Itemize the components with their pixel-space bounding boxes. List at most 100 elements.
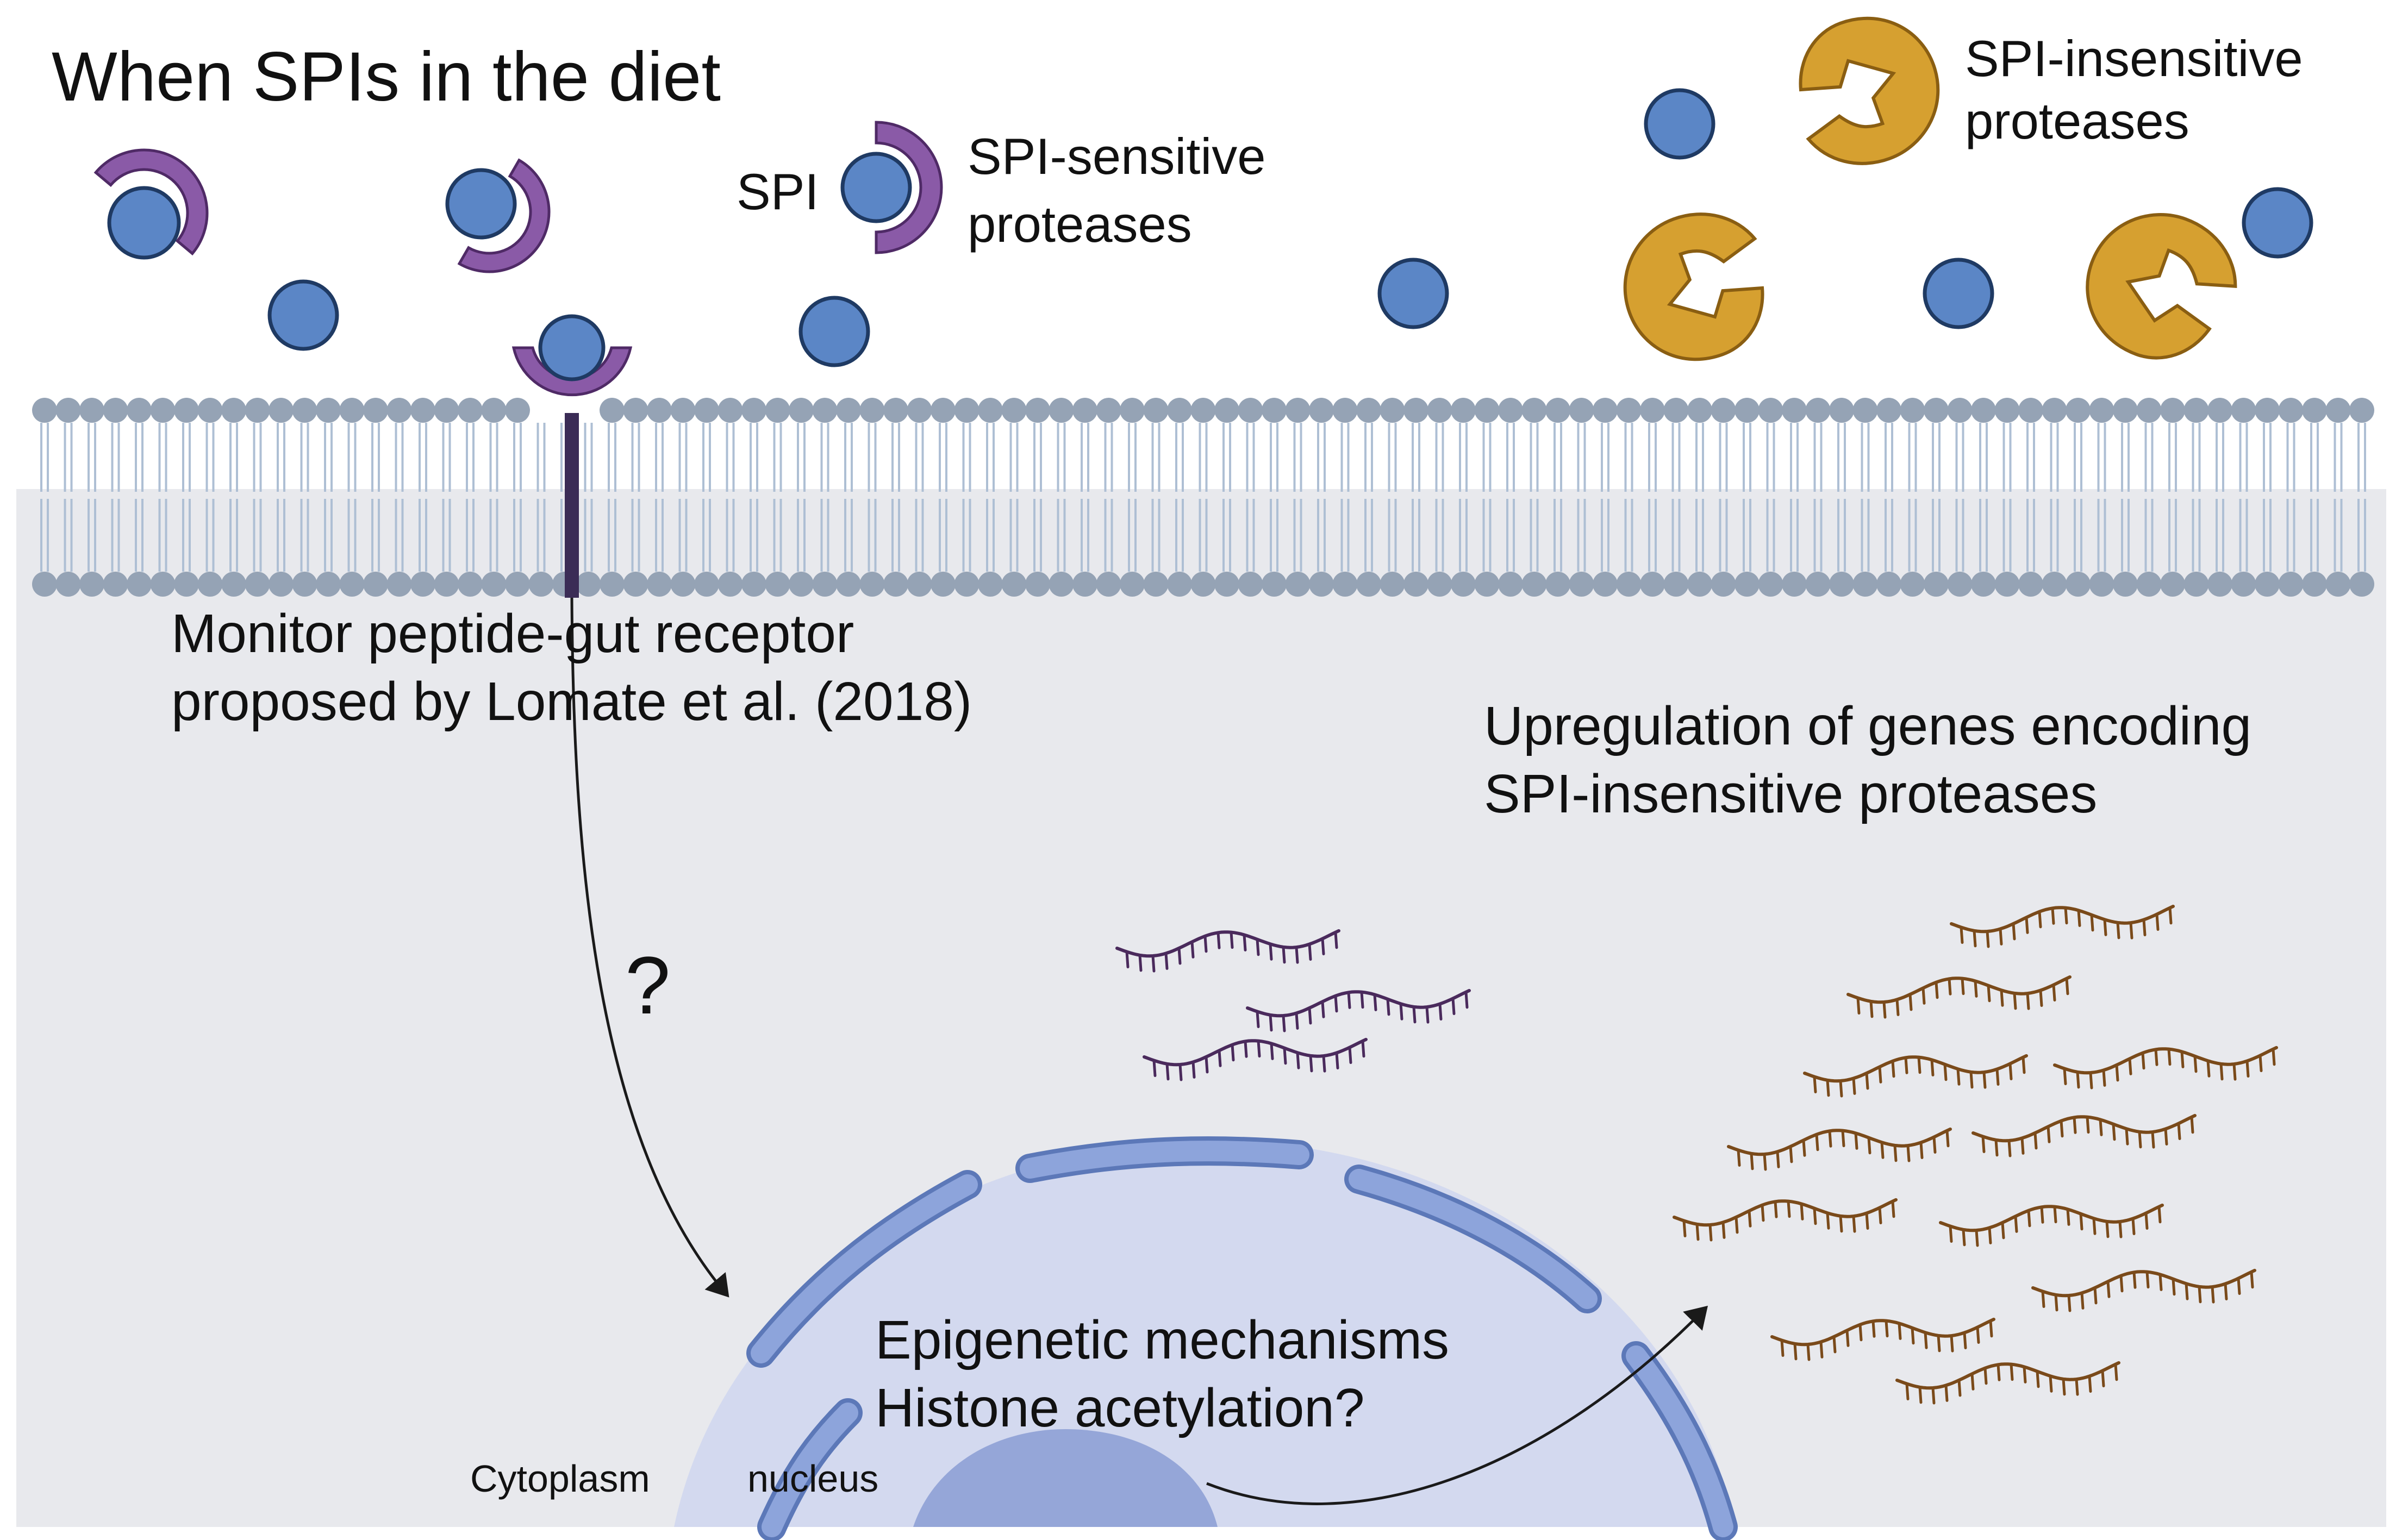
lipid-tail [1033,423,1042,492]
lipid-tail [2144,423,2154,492]
lipid-tail [1317,423,1326,492]
lipid-head [1640,572,1665,597]
lipid-head [1758,572,1783,597]
sensitive-protease-complex [93,148,209,256]
lipid-tail [253,423,262,492]
lipid-tail [419,499,427,572]
lipid-head [2183,572,2209,597]
legend-sensitive-label-line1: SPI-sensitive [968,128,1266,185]
envelope-segment [1349,1169,1598,1309]
spi-dot [2242,187,2313,259]
lipid-head [907,398,932,423]
lipid-head [292,572,317,597]
lipid-head [1593,398,1618,423]
lipid-tail [1104,423,1113,492]
lipid-tail [2216,423,2224,492]
lipid-head [1663,572,1689,597]
lipid-tail [1743,499,1751,572]
lipid-head [1545,572,1570,597]
lipid-head [931,572,956,597]
lipid-tail [2334,499,2343,572]
lipid-tail [773,499,782,572]
lipid-tail [844,423,853,492]
mrna-bases [1125,931,1338,973]
legend-insensitive-label-line1: SPI-insensitive [1965,30,2303,87]
lipid-head [2278,398,2304,423]
lipid-tail [1766,499,1775,572]
free-spis [267,88,2313,367]
lipid-head [765,398,790,423]
legend-spi [840,152,912,223]
lipid-head [1994,572,2020,597]
lipid-tail [986,423,995,492]
mrna-bases [2041,1270,2254,1312]
lipid-tail [1009,499,1019,572]
lipid-head [1947,398,1973,423]
lipid-head [1971,572,1996,597]
lipid-tail [513,423,522,492]
lipid-tail [1151,499,1161,572]
lipid-tail [939,423,947,492]
lipid-head [931,398,956,423]
mrna-bases [1813,1056,2026,1098]
lipid-tail [1081,423,1089,492]
mrna-bases [1981,1116,2194,1157]
lipid-head [316,572,341,597]
lipid-tail [891,423,900,492]
signal-arrow [570,597,729,1298]
lipid-tail [182,499,191,572]
lipid-tail [158,499,167,572]
lipid-head [1120,572,1145,597]
lipid-head [1143,398,1169,423]
lipid-tail [1908,499,1917,572]
lipid-head [1569,572,1594,597]
lipid-tail [1553,423,1562,492]
lipid-head [55,398,81,423]
lipid-tail [1340,423,1350,492]
lipid-head [859,398,885,423]
lipid-head [434,398,459,423]
lipid-tail [678,499,688,572]
lipid-head [765,572,790,597]
lipid-tail [1885,499,1893,572]
lipid-tail [1719,499,1728,572]
lipid-head [2302,572,2327,597]
lipid-tail [64,423,73,492]
lipid-head [1262,572,1287,597]
lipid-head [481,572,507,597]
lipid-head [1238,398,1263,423]
lipid-tail [2263,499,2272,572]
lipid-head [1025,572,1050,597]
lipid-head [1498,572,1523,597]
lipid-head [1451,572,1476,597]
lipid-tail [229,423,238,492]
lipid-head [1025,398,1050,423]
lipid-head [1427,572,1452,597]
lipid-head [954,572,979,597]
lipid-tail [1388,499,1397,572]
lipid-head [647,572,672,597]
lipid-tail [868,499,877,572]
lipid-tail [1364,423,1373,492]
lipid-head [1214,398,1239,423]
lipid-tail [347,423,357,492]
lipid-tail [300,423,309,492]
lipid-head [2231,398,2256,423]
lipid-head [1521,398,1547,423]
legend-insensitive-protease [1799,16,1940,165]
lipid-head [1711,398,1736,423]
lipid-head [694,572,719,597]
lipid-tail [2168,423,2177,492]
lipid-tail [797,499,806,572]
mrna-bases [1856,977,2069,1019]
mrna-spi-sensitive [1115,929,1471,1081]
lipid-head [505,398,530,423]
lipid-tail [489,423,498,492]
lipid-head [150,398,176,423]
lipid-head [528,572,554,597]
lipid-head [978,398,1003,423]
lipid-tail [1128,423,1137,492]
lipid-head [741,398,766,423]
lipid-tail [1317,499,1326,572]
lipid-tail [584,423,593,492]
